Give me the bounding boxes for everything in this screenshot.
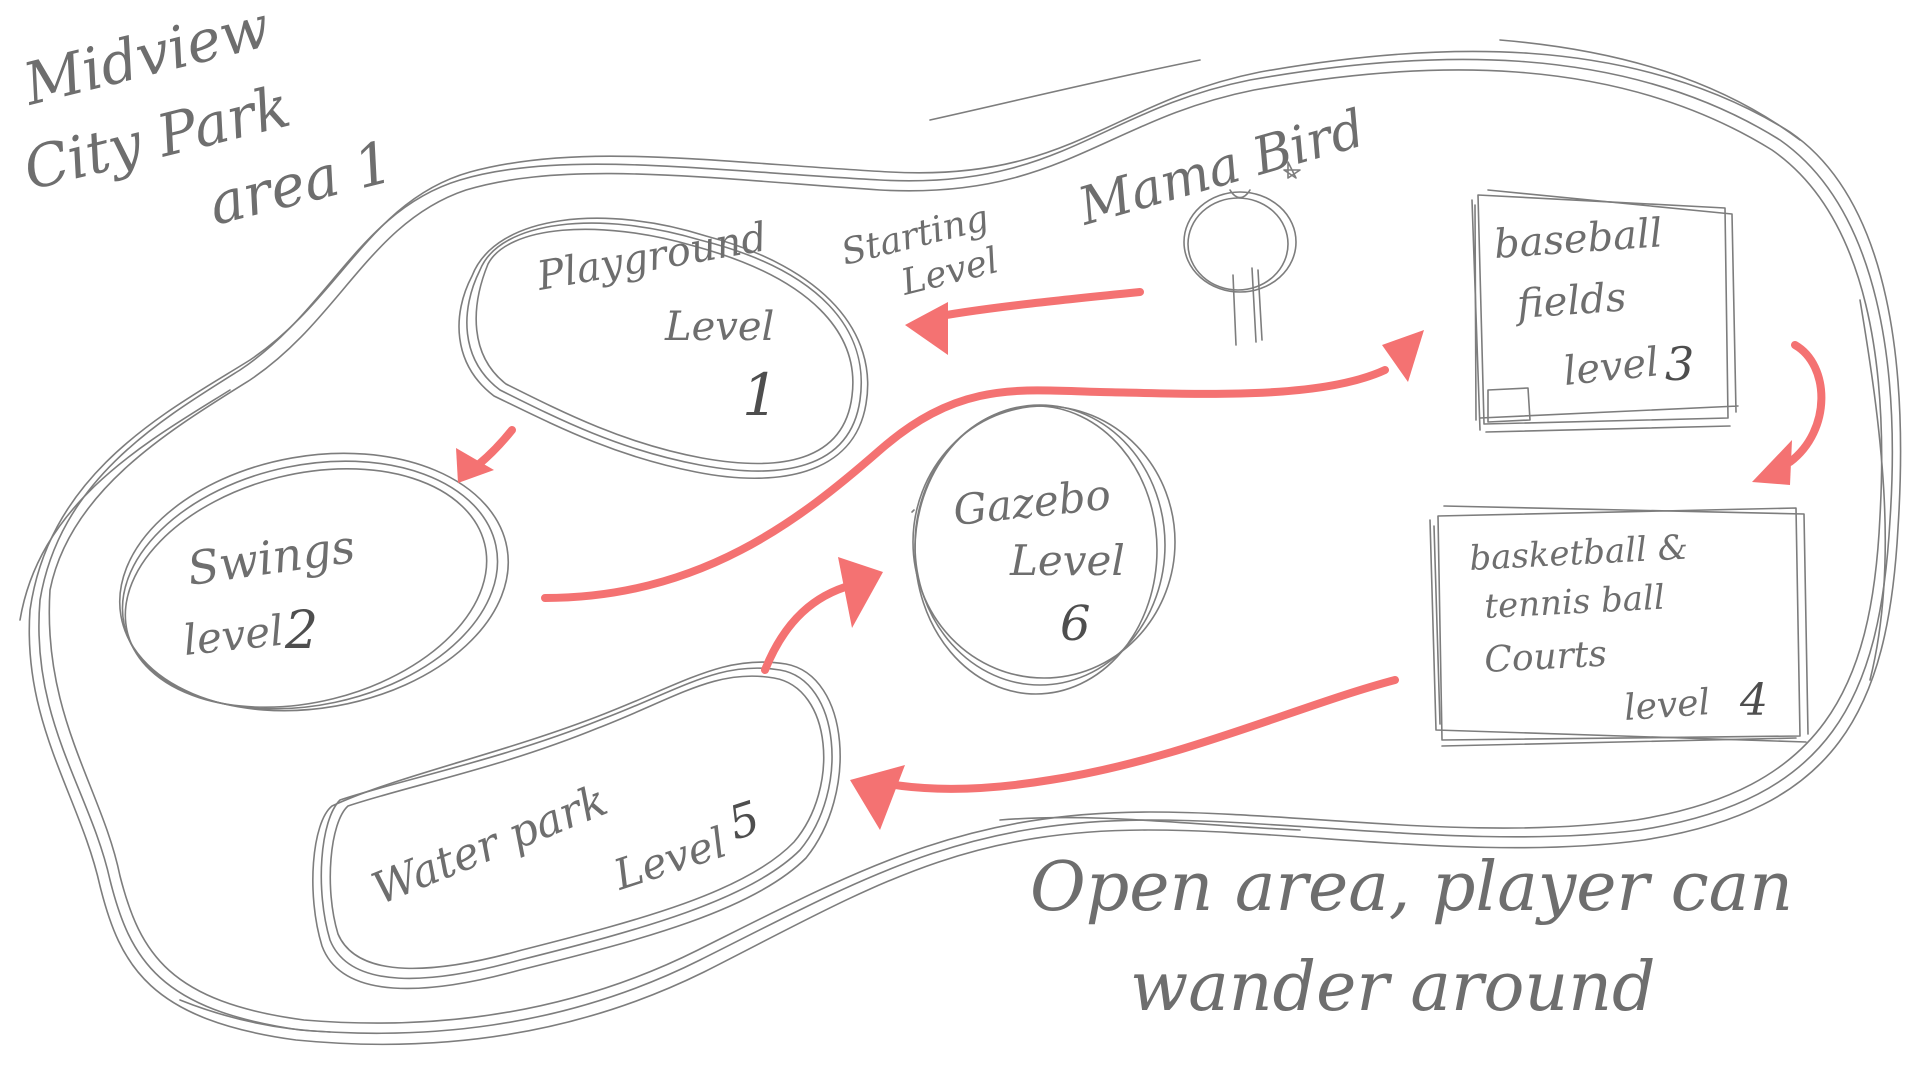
arrow-head-waterpark-to-gazebo — [838, 557, 883, 628]
waterpark-level-word: Level — [607, 817, 732, 899]
arrow-start-to-playground — [905, 288, 1144, 355]
map-title: Midview City Park area 1 — [16, 0, 399, 239]
baseball-name-line-2: fields — [1512, 274, 1627, 328]
open-area-line-1: Open area, player can — [1030, 848, 1793, 927]
courts-level-number: 4 — [1739, 675, 1768, 726]
swings-name: Swings — [184, 519, 358, 596]
gazebo-level-word: Level — [1009, 536, 1125, 585]
baseball-name-line-1: baseball — [1492, 210, 1664, 268]
courts-name-line-2: tennis ball — [1483, 578, 1665, 627]
area-playground: Playground Level 1 — [458, 214, 869, 480]
gazebo-name: Gazebo — [951, 470, 1113, 535]
playground-level-number: 1 — [742, 361, 779, 429]
mama-bird-label: Mama Bird — [1071, 99, 1371, 238]
courts-name-line-3: Courts — [1483, 634, 1608, 681]
star-icon — [1283, 161, 1301, 179]
arrow-playground-to-swings — [456, 426, 516, 483]
mama-bird-start: Mama Bird Starting Level — [837, 99, 1371, 346]
courts-level-word: level — [1623, 682, 1712, 729]
playground-name: Playground — [533, 214, 771, 300]
arrow-head-courts-to-waterpark — [850, 765, 905, 830]
tree-icon — [1183, 189, 1297, 346]
playground-level-word: Level — [664, 304, 774, 350]
area-baseball: baseball fields level 3 — [1471, 189, 1739, 433]
arrow-baseball-to-courts — [1752, 341, 1826, 485]
area-gazebo: Gazebo Level 6 — [911, 404, 1176, 695]
arrow-head-swings-to-baseball — [1382, 330, 1424, 382]
baseball-level-word: level — [1561, 339, 1661, 395]
arrow-head-start-to-playground — [905, 302, 948, 355]
baseball-level-number: 3 — [1665, 337, 1694, 391]
arrow-head-playground-to-swings — [456, 448, 494, 483]
arrow-head-baseball-to-courts — [1752, 440, 1792, 485]
courts-name-line-1: basketball & — [1468, 528, 1689, 579]
swings-level-number: 2 — [284, 601, 318, 661]
arrow-courts-to-waterpark — [850, 676, 1399, 830]
area-waterpark: Water park Level 5 — [312, 661, 841, 990]
swings-level-word: level — [181, 606, 286, 665]
level-flow-arrows — [456, 288, 1826, 830]
gazebo-level-number: 6 — [1060, 596, 1091, 652]
waterpark-level-number: 5 — [722, 790, 767, 850]
waterpark-name: Water park — [365, 775, 614, 915]
open-area-line-2: wander around — [1130, 948, 1656, 1027]
open-area-note: Open area, player can wander around — [1030, 848, 1793, 1027]
park-boundary — [19, 39, 1902, 1046]
arrow-waterpark-to-gazebo — [761, 557, 883, 674]
arrow-swings-to-baseball — [541, 330, 1424, 602]
area-courts: basketball & tennis ball Courts level 4 — [1429, 505, 1809, 747]
